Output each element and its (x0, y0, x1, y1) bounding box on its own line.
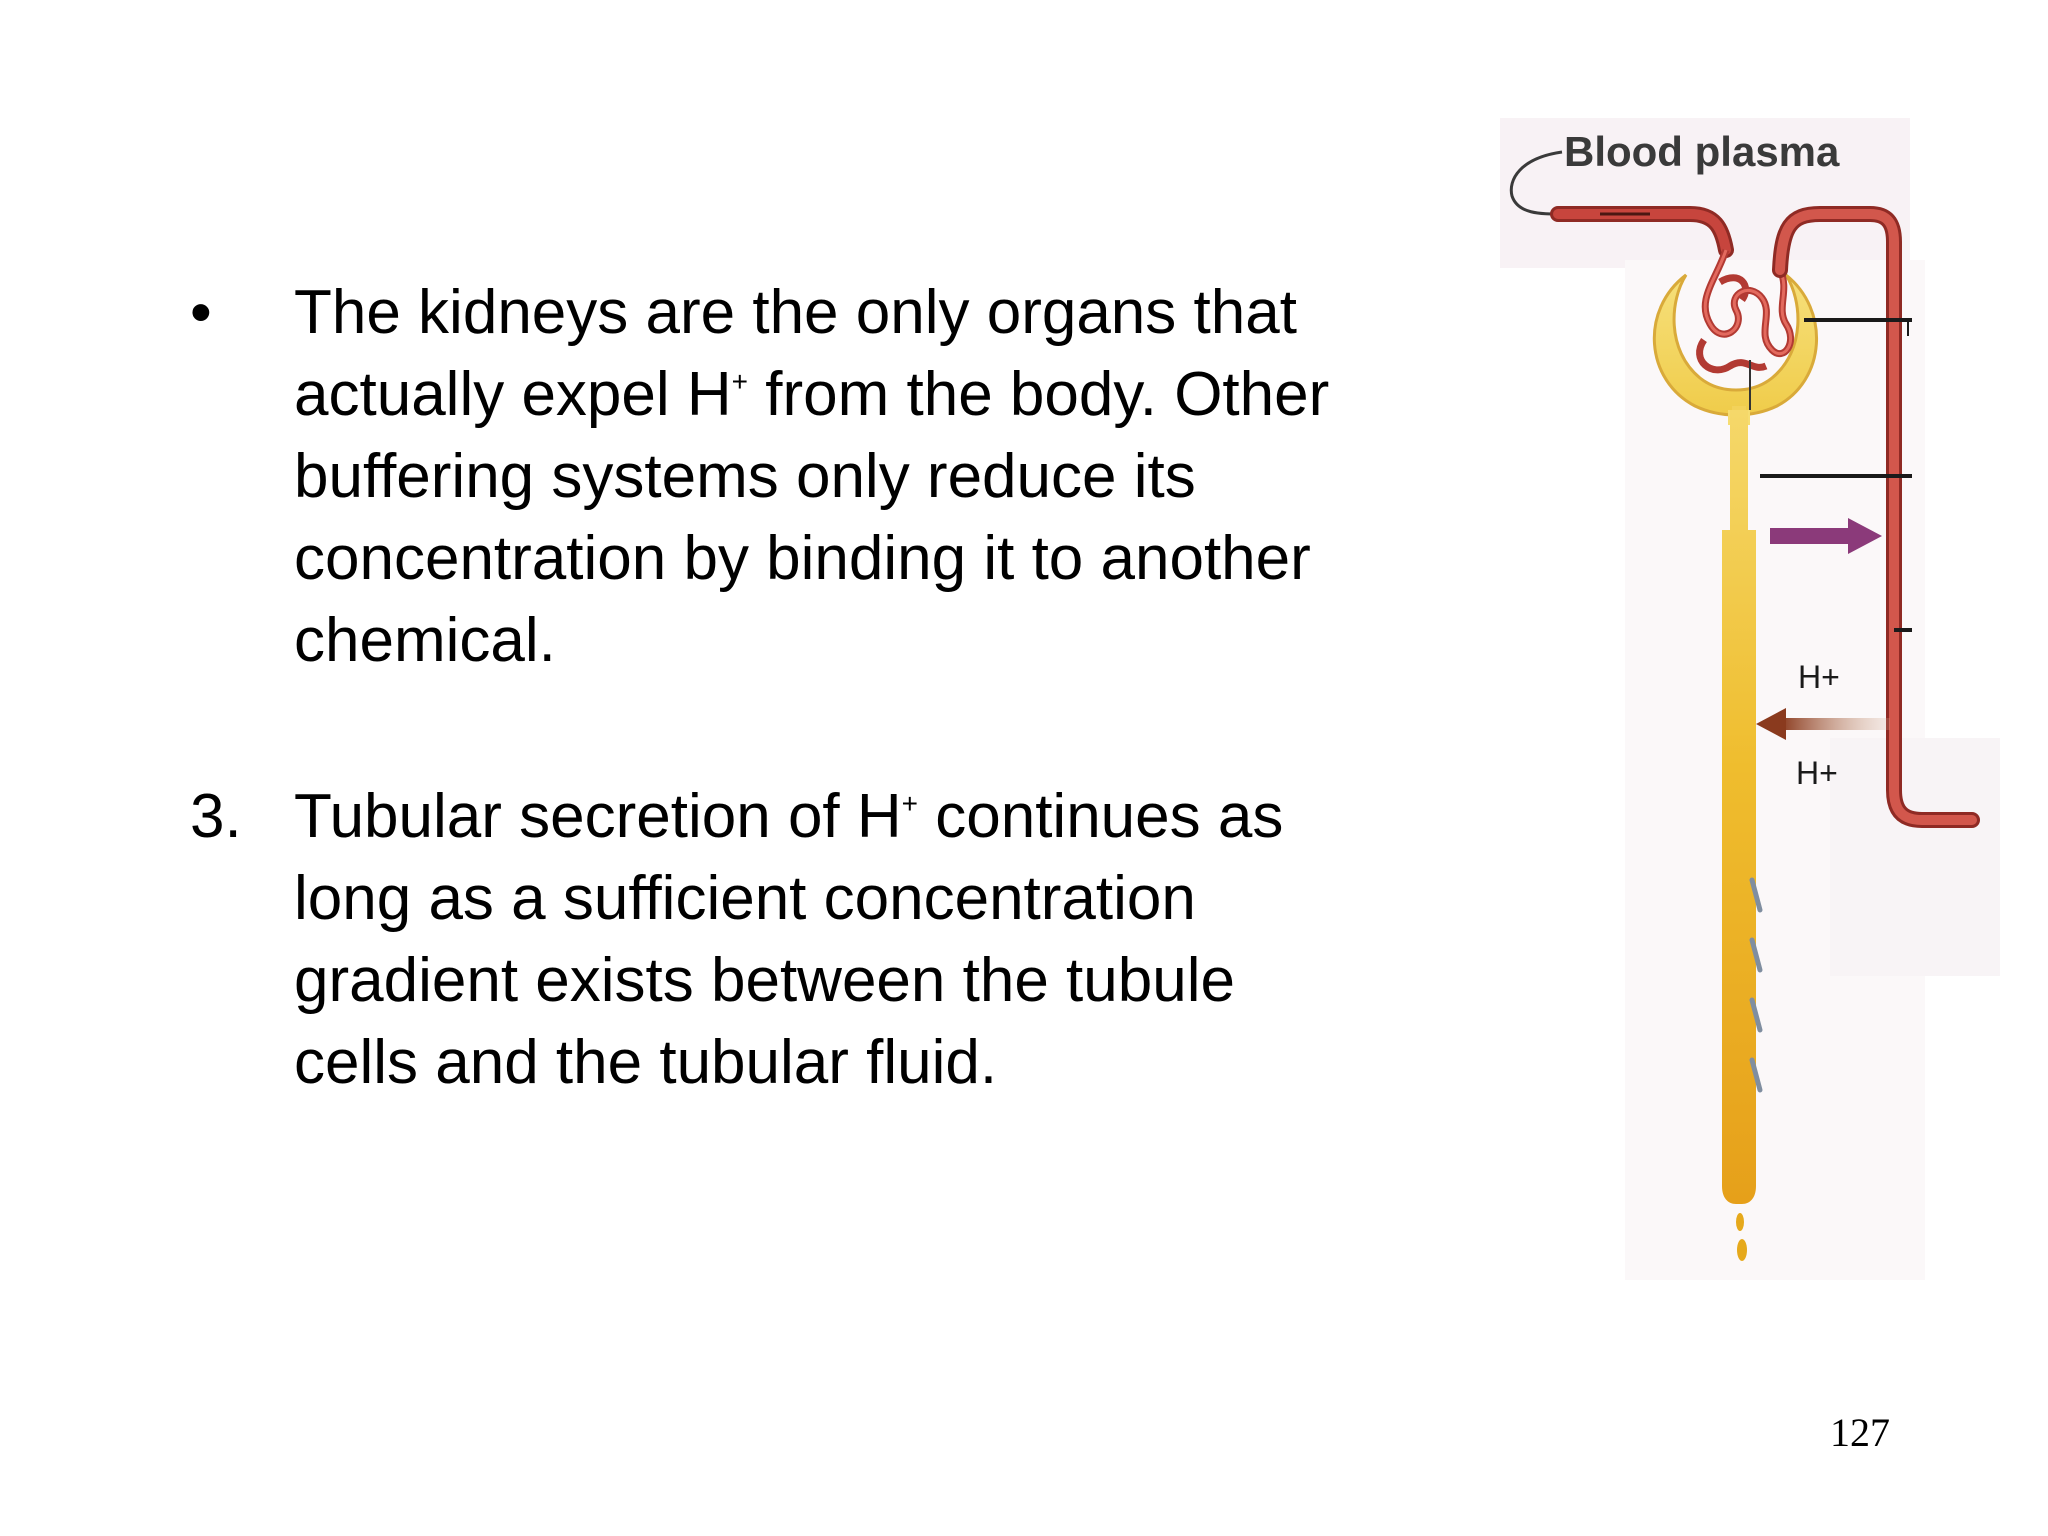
superscript: + (731, 366, 749, 397)
nephron-diagram: Blood plasma (1500, 118, 2000, 1280)
urine-drop (1736, 1213, 1744, 1231)
number-marker: 3. (190, 782, 242, 851)
background-panel (1830, 738, 2000, 976)
page-number: 127 (1830, 1410, 1890, 1455)
bullet-text: The kidneys are the only organs that act… (294, 272, 1354, 682)
h-plus-label-2: H+ (1796, 755, 1838, 791)
blood-plasma-label: Blood plasma (1564, 128, 1840, 175)
superscript: + (901, 788, 919, 819)
brown-secretion-arrow (1756, 708, 1890, 740)
afferent-arteriole-highlight (1553, 209, 1731, 255)
efferent-arteriole-highlight (1775, 209, 1977, 825)
renal-tubule-body (1722, 410, 1756, 1204)
urine-drop (1737, 1239, 1747, 1261)
purple-arrow (1770, 518, 1882, 554)
label-pointer-line (1509, 150, 1563, 216)
text-part: The kidneys are the only organs that act… (294, 278, 1297, 429)
background-panel (1500, 118, 1910, 268)
bullet-marker: • (190, 278, 212, 347)
glomerulus-inner (1703, 249, 1793, 356)
text-part: Tubular secretion of H (294, 782, 902, 851)
text-part: from the body. Other buffering systems o… (294, 360, 1330, 675)
numbered-text: Tubular secretion of H+ continues as lon… (294, 776, 1354, 1104)
h-plus-label-1: H+ (1798, 659, 1840, 695)
tubule-marks (1749, 877, 1763, 1093)
bowmans-capsule (1652, 273, 1818, 417)
text-part: continues as long as a sufficient concen… (294, 782, 1284, 1097)
